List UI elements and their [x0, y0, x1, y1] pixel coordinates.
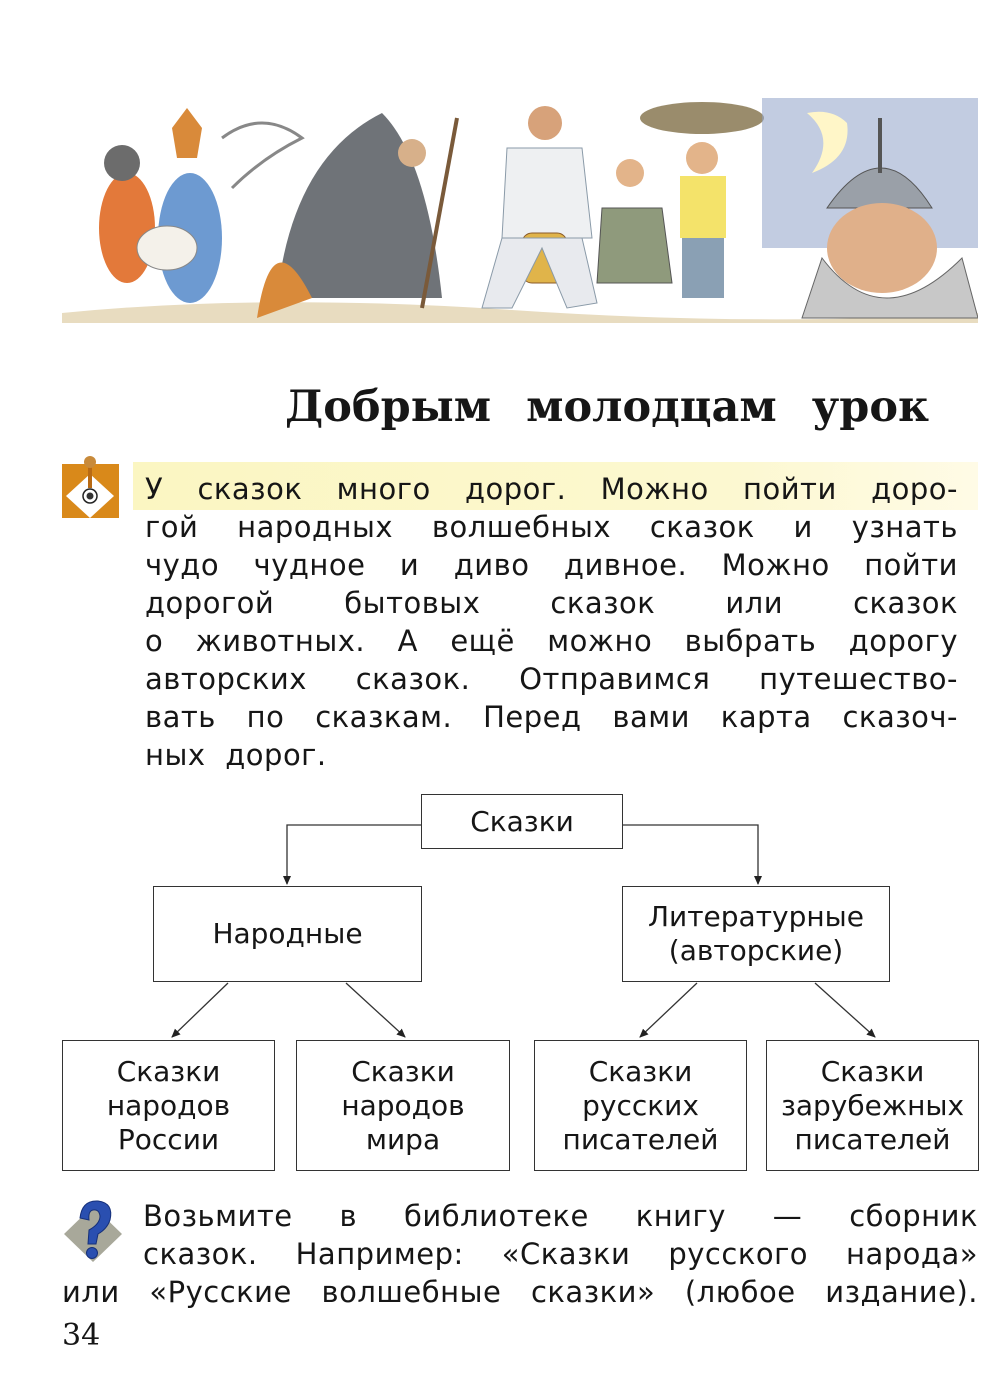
diagram-node-russian-writers: Сказки русских писателей [534, 1040, 747, 1171]
page-title: Добрым молодцам урок [285, 382, 930, 432]
intro-line: вать по сказкам. Перед вами карта сказоч… [145, 700, 958, 734]
intro-line: ных дорог. [145, 738, 327, 772]
diagram-node-folk: Народные [153, 886, 422, 982]
intro-line: дорогой бытовых сказок или сказок [145, 586, 958, 620]
node-label: народов [106, 1088, 231, 1122]
arrow-root-to-folk [283, 824, 421, 885]
node-label: писателей [562, 1122, 719, 1156]
cat-and-fox-figures [99, 108, 222, 303]
node-label: Сказки [351, 1054, 455, 1088]
node-label: России [117, 1122, 220, 1156]
intro-line: чудо чудное и диво дивное. Можно пойти [145, 548, 958, 582]
drummer-figure [481, 106, 598, 309]
task-line: или «Русские волшебные сказки» (любое из… [62, 1275, 978, 1309]
arrow-literary-to-russian [639, 982, 698, 1038]
diagram-node-foreign-writers: Сказки зарубежных писателей [766, 1040, 979, 1171]
old-man-wind-figure [221, 113, 459, 318]
intro-line: о животных. А ещё можно выбрать дорогу [145, 624, 958, 658]
question-icon [64, 1200, 122, 1262]
arrow-root-to-literary [622, 824, 762, 885]
arrow-literary-to-foreign [814, 982, 876, 1038]
arrow-folk-to-russia [171, 982, 229, 1038]
node-label: народов [341, 1088, 465, 1122]
intro-line: авторских сказок. Отправимся путешество- [145, 662, 958, 696]
node-label: Литературные [647, 900, 864, 933]
node-label: Сказки [588, 1054, 693, 1088]
node-label: зарубежных [780, 1088, 965, 1122]
children-figures [596, 102, 764, 298]
diagram-node-literary: Литературные (авторские) [622, 886, 890, 982]
node-label: Сказки [116, 1054, 221, 1088]
node-label: писателей [794, 1122, 951, 1156]
node-label: русских [582, 1088, 699, 1122]
task-line: Возьмите в библиотеке книгу — сборник [143, 1199, 978, 1233]
fairy-tale-characters-illustration [62, 98, 978, 323]
node-label: (авторские) [668, 934, 844, 967]
node-label: мира [365, 1122, 441, 1156]
knight-and-moon-figures [762, 98, 978, 319]
node-label: Народные [212, 917, 363, 950]
diagram-node-world: Сказки народов мира [296, 1040, 510, 1171]
intro-line: У сказок много дорог. Можно пойти доро- [145, 472, 958, 506]
page-number: 34 [62, 1318, 101, 1353]
diagram-node-russia: Сказки народов России [62, 1040, 275, 1171]
node-label: Сказки [820, 1054, 925, 1088]
arrow-folk-to-world [345, 982, 406, 1038]
attention-pin-icon [62, 456, 119, 518]
diagram-node-root: Сказки [421, 794, 623, 849]
task-line: сказок. Например: «Сказки русского народ… [143, 1237, 978, 1271]
node-label: Сказки [470, 804, 574, 838]
intro-line: гой народных волшебных сказок и узнать [145, 510, 958, 544]
intro-highlight [133, 462, 978, 510]
